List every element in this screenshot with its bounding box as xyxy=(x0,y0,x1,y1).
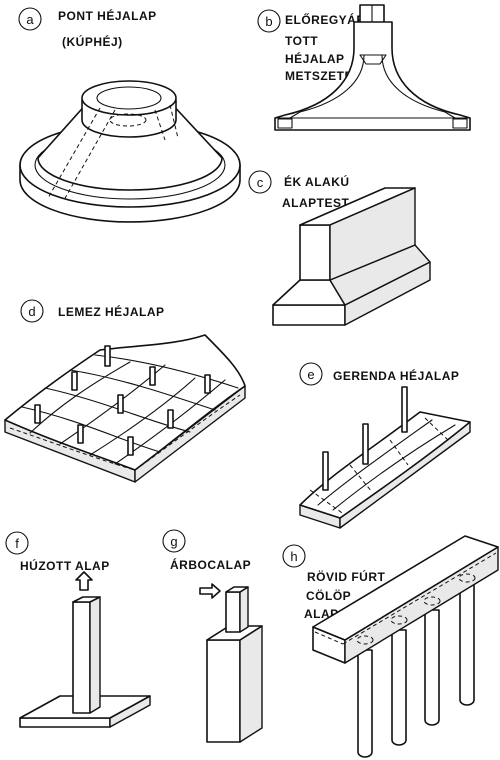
badge-d-circle xyxy=(20,299,44,323)
panel-a: a PONT HÉJALAP (KÚPHÉJ) xyxy=(18,7,241,223)
badge-a: a xyxy=(26,12,34,27)
badge-g-circle xyxy=(162,529,186,553)
panel-f: f HÚZOTT ALAP xyxy=(5,531,151,728)
tension-foundation xyxy=(19,571,151,728)
label-h-line1: RÖVID FÚRT xyxy=(307,569,386,584)
label-e-line1: GERENDA HÉJALAP xyxy=(333,368,459,383)
badge-c-circle xyxy=(248,170,272,194)
label-f-line1: HÚZOTT ALAP xyxy=(20,558,110,573)
panel-b: b ELŐREGYÁR- TOTT HÉJALAP METSZETE xyxy=(257,4,471,131)
label-a-line2: (KÚPHÉJ) xyxy=(62,34,123,49)
panel-c: c ÉK ALAKÚ ALAPTEST xyxy=(248,170,431,326)
badge-e-circle xyxy=(299,362,323,386)
bored-pile-foundation xyxy=(312,535,499,758)
badge-g: g xyxy=(170,534,177,549)
label-b-line2: TOTT xyxy=(285,34,318,48)
badge-a-circle xyxy=(18,7,42,31)
precast-shell-section xyxy=(274,4,471,131)
badge-b-circle xyxy=(257,9,281,33)
badge-f-circle xyxy=(5,531,29,555)
wedge-foundation xyxy=(272,187,431,326)
right-arrow-icon xyxy=(199,583,221,599)
badge-h: h xyxy=(290,549,297,564)
panel-d: d LEMEZ HÉJALAP xyxy=(4,299,246,483)
badge-f: f xyxy=(15,536,19,551)
cone-shell-foundation xyxy=(19,80,241,223)
slab-shell-foundation xyxy=(4,334,246,483)
label-a-line1: PONT HÉJALAP xyxy=(58,8,157,23)
label-b-line3: HÉJALAP xyxy=(285,51,345,66)
label-d-line1: LEMEZ HÉJALAP xyxy=(58,304,165,319)
beam-shell-foundation xyxy=(299,386,471,529)
badge-d: d xyxy=(28,304,35,319)
label-g-line1: ÁRBOCALAP xyxy=(170,557,251,572)
panel-g: g ÁRBOCALAP xyxy=(162,529,263,743)
badge-h-circle xyxy=(282,544,306,568)
badge-b: b xyxy=(265,14,272,29)
label-b-line4: METSZETE xyxy=(285,69,353,83)
label-h-line2: CÖLÖP xyxy=(306,588,351,603)
panel-h: h RÖVID FÚRT CÖLÖP ALAP xyxy=(282,535,499,758)
panel-e: e GERENDA HÉJALAP xyxy=(299,362,471,529)
label-c-line2: ALAPTEST xyxy=(282,196,350,210)
up-arrow-icon xyxy=(75,571,93,591)
label-c-line1: ÉK ALAKÚ xyxy=(284,174,350,189)
mast-foundation xyxy=(199,583,263,743)
badge-e: e xyxy=(307,367,314,382)
label-b-line1: ELŐREGYÁR- xyxy=(285,12,370,27)
badge-c: c xyxy=(257,175,264,190)
